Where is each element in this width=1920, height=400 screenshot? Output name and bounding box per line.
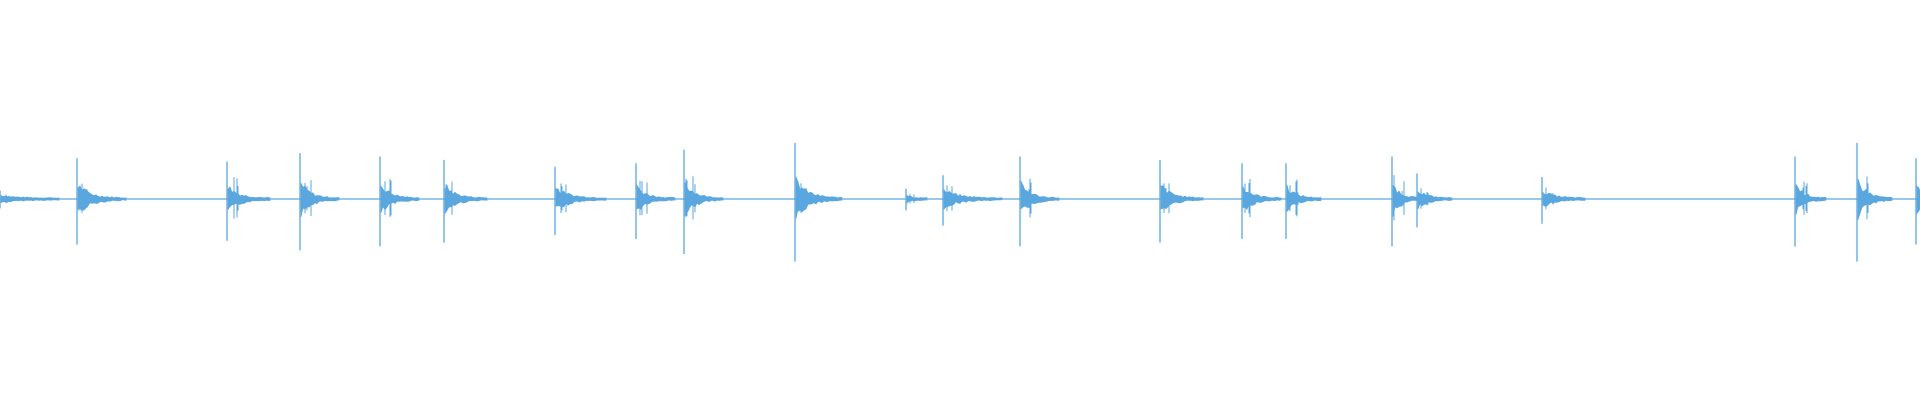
transient-6 [443,159,488,243]
transient-decay [380,185,420,213]
transient-9 [683,149,724,255]
transient-decay [636,183,676,210]
transient-15 [1241,163,1282,239]
transient-decay [1916,185,1920,215]
transient-16 [1285,163,1322,239]
transient-11 [905,188,928,211]
transient-8 [635,163,676,239]
transient-decay [300,182,340,217]
transient-decay [444,184,488,215]
transient-10 [794,142,843,262]
transient-decay [684,182,724,217]
transient-12 [942,175,1003,226]
transient-decay [1020,180,1060,210]
transient-13 [1019,156,1060,247]
transient-5 [379,156,420,247]
transient-decay [1286,184,1322,213]
transient-1 [0,190,60,209]
transient-decay [1160,185,1204,210]
transient-decay [1242,186,1282,211]
transient-decay [1857,178,1893,220]
transient-decay [795,176,843,219]
transient-decay [1795,183,1827,215]
transient-19 [1541,176,1586,224]
transient-decay [1417,191,1453,210]
transient-decay [0,194,60,204]
transient-14 [1159,159,1204,243]
transient-18 [1416,173,1453,228]
transient-2 [76,158,127,245]
transient-decay [77,185,127,211]
transient-21 [1856,142,1893,262]
transient-decay [943,188,1003,210]
transient-22 [1915,158,1920,245]
transient-20 [1794,156,1827,247]
transient-3 [226,161,271,241]
transient-decay [555,188,607,208]
transient-17 [1391,156,1424,247]
transient-7 [554,166,607,236]
transient-4 [299,153,340,251]
waveform-transients [0,142,1920,262]
